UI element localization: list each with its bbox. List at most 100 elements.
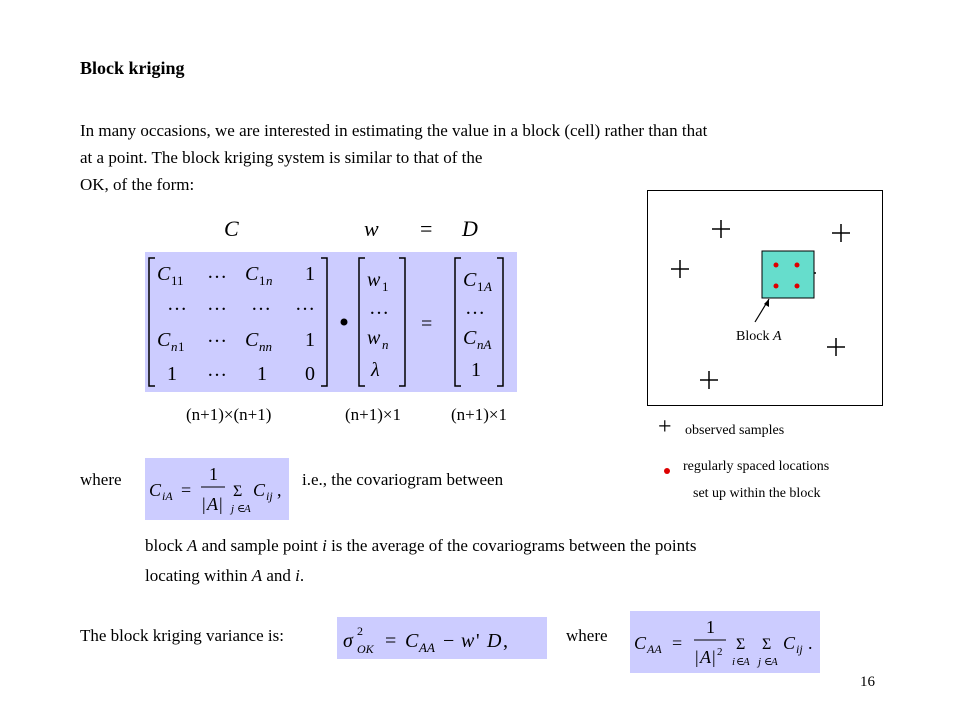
svg-text:iA: iA bbox=[162, 489, 173, 503]
eq-symbol-d: D bbox=[462, 216, 478, 241]
svg-text:|: | bbox=[219, 494, 223, 514]
svg-text:.: . bbox=[808, 633, 813, 653]
svg-text:|: | bbox=[712, 647, 716, 667]
svg-text:C: C bbox=[463, 269, 477, 291]
block-diagram-figure: Block A bbox=[671, 220, 850, 389]
svg-text:1: 1 bbox=[167, 363, 177, 385]
svg-text:|: | bbox=[695, 647, 699, 667]
svg-text:2: 2 bbox=[717, 646, 723, 658]
svg-text:nA: nA bbox=[477, 337, 492, 352]
page-number: 16 bbox=[860, 674, 875, 690]
svg-text:j: j bbox=[756, 656, 761, 668]
sample-plus-2 bbox=[832, 224, 850, 242]
svg-text:0: 0 bbox=[305, 363, 315, 385]
svg-text:…: … bbox=[207, 325, 227, 347]
svg-text:1: 1 bbox=[305, 263, 315, 285]
svg-text:C: C bbox=[157, 329, 171, 351]
eq-symbol-equals: = bbox=[420, 216, 433, 241]
svg-text:1: 1 bbox=[382, 279, 389, 294]
svg-text:∈: ∈ bbox=[764, 656, 772, 668]
svg-text:': ' bbox=[476, 630, 480, 652]
explanation-line-2: locating within A and i. bbox=[145, 566, 305, 585]
svg-text:A: A bbox=[699, 647, 712, 667]
svg-text:1: 1 bbox=[706, 617, 715, 637]
explanation-line-1: block A and sample point i is the averag… bbox=[145, 536, 697, 555]
intro-line-3: OK, of the form: bbox=[80, 175, 195, 194]
svg-text:1: 1 bbox=[259, 273, 266, 288]
svg-text:D: D bbox=[486, 630, 502, 652]
svg-text:n: n bbox=[171, 339, 178, 354]
svg-text:AA: AA bbox=[418, 640, 435, 655]
legend-dot-icon bbox=[664, 468, 670, 474]
ie-text: i.e., the covariogram between bbox=[302, 470, 504, 489]
svg-text:1: 1 bbox=[178, 339, 185, 354]
svg-text:…: … bbox=[369, 297, 389, 319]
svg-text:−: − bbox=[443, 630, 454, 652]
legend-dot-text-1: regularly spaced locations bbox=[683, 459, 830, 474]
svg-text:n: n bbox=[382, 337, 389, 352]
svg-text:C: C bbox=[405, 630, 419, 652]
svg-text:C: C bbox=[245, 329, 259, 351]
svg-text:C: C bbox=[253, 480, 266, 500]
svg-text:σ: σ bbox=[343, 630, 354, 652]
svg-text:j: j bbox=[229, 503, 234, 515]
sample-plus-5 bbox=[827, 338, 845, 356]
svg-text:…: … bbox=[251, 293, 271, 315]
eq-symbol-c: C bbox=[224, 216, 239, 241]
svg-text:A: A bbox=[483, 279, 492, 294]
svg-text:n: n bbox=[266, 273, 273, 288]
svg-text:…: … bbox=[207, 261, 227, 283]
svg-text:…: … bbox=[465, 297, 485, 319]
block-diagram: Block A bbox=[647, 190, 883, 406]
svg-text:1: 1 bbox=[209, 464, 218, 484]
sample-plus-3 bbox=[671, 260, 689, 278]
svg-text:1: 1 bbox=[305, 329, 315, 351]
svg-text:=: = bbox=[385, 630, 396, 652]
svg-text:ij: ij bbox=[796, 642, 803, 656]
svg-text:C: C bbox=[463, 327, 477, 349]
svg-text:Σ: Σ bbox=[762, 636, 771, 653]
svg-text:,: , bbox=[277, 480, 282, 500]
svg-text:=: = bbox=[421, 313, 432, 335]
svg-text:A: A bbox=[243, 503, 251, 515]
block-a-label: Block A bbox=[736, 329, 782, 344]
block-grid-dots bbox=[773, 262, 800, 289]
svg-text:w: w bbox=[461, 630, 475, 652]
svg-text:1: 1 bbox=[471, 359, 481, 381]
svg-text:A: A bbox=[206, 494, 219, 514]
block-a-square bbox=[761, 250, 815, 299]
svg-text:11: 11 bbox=[171, 273, 184, 288]
observed-sample-markers bbox=[671, 220, 850, 389]
svg-text:λ: λ bbox=[370, 359, 380, 381]
svg-text:,: , bbox=[503, 630, 508, 652]
svg-text:C: C bbox=[157, 263, 171, 285]
svg-text:A: A bbox=[742, 656, 750, 668]
eq-symbol-w: w bbox=[364, 216, 379, 241]
svg-text:A: A bbox=[770, 656, 778, 668]
intro-line-2: at a point. The block kriging system is … bbox=[80, 148, 483, 167]
svg-text:ij: ij bbox=[266, 489, 273, 503]
sample-plus-6 bbox=[700, 371, 718, 389]
svg-text:AA: AA bbox=[646, 642, 662, 656]
svg-text:OK: OK bbox=[357, 642, 375, 656]
svg-text:Σ: Σ bbox=[233, 483, 242, 500]
svg-text:∈: ∈ bbox=[736, 656, 744, 668]
svg-text:C: C bbox=[783, 633, 796, 653]
intro-line-1: In many occasions, we are interested in … bbox=[80, 121, 708, 140]
svg-text:∈: ∈ bbox=[237, 503, 245, 515]
variance-label: The block kriging variance is: bbox=[80, 626, 284, 645]
svg-text:…: … bbox=[207, 359, 227, 381]
where-label-1: where bbox=[80, 470, 122, 489]
svg-text:w: w bbox=[367, 327, 381, 349]
svg-text:C: C bbox=[245, 263, 259, 285]
slide-title: Block kriging bbox=[80, 58, 185, 78]
legend-plus-icon: + bbox=[658, 414, 672, 440]
dim-c: (n+1)×(n+1) bbox=[186, 405, 272, 424]
svg-text:|: | bbox=[202, 494, 206, 514]
svg-text:…: … bbox=[207, 293, 227, 315]
